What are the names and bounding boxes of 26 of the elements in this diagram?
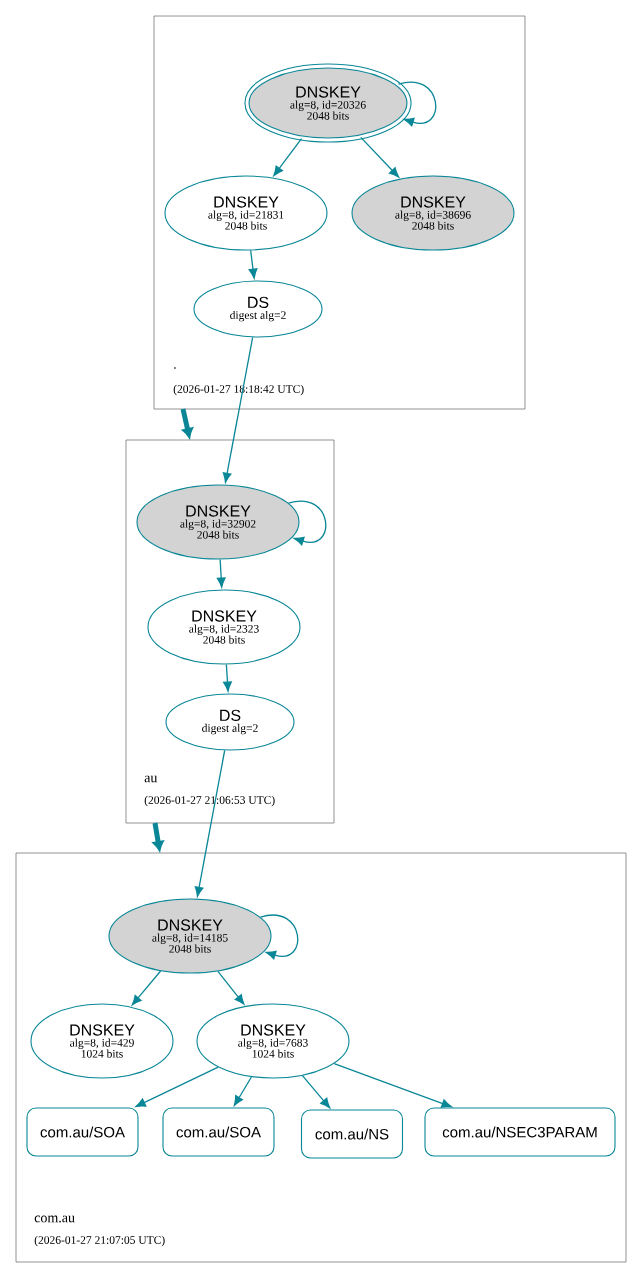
record-box: com.au/NS [300, 1109, 404, 1159]
arrow [131, 970, 162, 1006]
zone-name: com.au [33, 1214, 76, 1224]
self-loop-arrow [259, 914, 299, 960]
delegation-arrow [180, 408, 193, 438]
arrow [194, 749, 226, 897]
record-box: com.au/SOA [26, 1107, 139, 1157]
arrow [233, 1076, 253, 1106]
arrow [135, 1066, 219, 1108]
arrow [273, 137, 303, 177]
zone-name: au [143, 774, 159, 784]
arrow [222, 336, 254, 483]
arrow [248, 249, 258, 279]
self-loop-arrow [397, 81, 437, 127]
self-loop-arrow [287, 500, 327, 546]
arrow [301, 1075, 331, 1109]
delegation-arrow [152, 822, 164, 851]
arrow [216, 558, 226, 588]
record-box: com.au/SOA [162, 1107, 275, 1157]
record-box: com.au/NSEC3PARAM [424, 1107, 616, 1157]
arrow [217, 970, 245, 1005]
timestamp: (2026-01-27 21:07:05 UTC) [33, 1234, 167, 1248]
arrow [360, 136, 400, 178]
arrow [223, 663, 232, 692]
zone-name: . [172, 366, 178, 370]
arrow [333, 1062, 452, 1108]
